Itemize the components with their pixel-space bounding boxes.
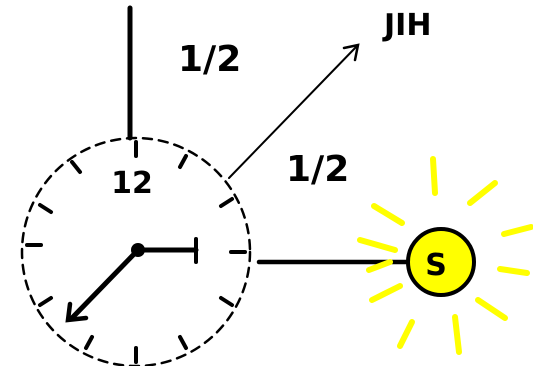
minute-hand [72,250,138,318]
clock-hub [131,243,145,257]
direction-label: JIH [384,11,431,41]
half-label-right: 1/2 [286,152,349,188]
sun-letter: S [425,248,447,283]
clock-twelve-label: 12 [111,166,153,201]
half-label-top: 1/2 [178,42,241,78]
